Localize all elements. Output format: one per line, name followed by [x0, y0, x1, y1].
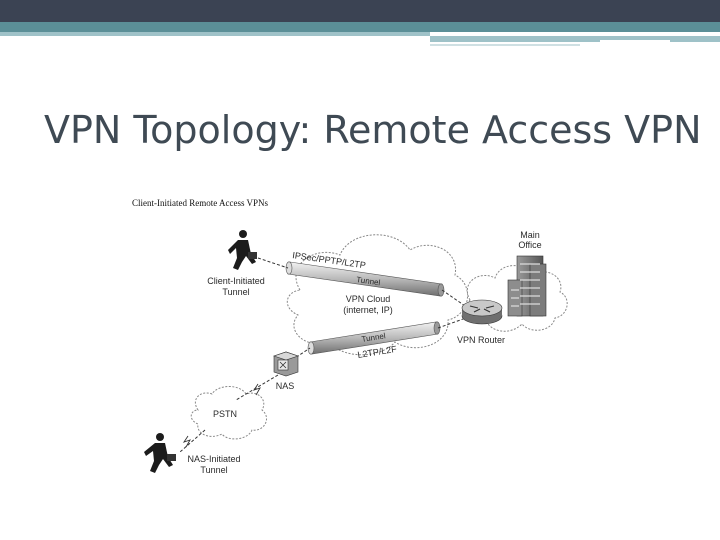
vpn-router-icon: [461, 299, 503, 325]
header-light-band: [0, 32, 430, 36]
vpn-cloud-label-2: (internet, IP): [343, 305, 393, 315]
remote-user-icon: [228, 230, 257, 270]
header-bar: [0, 0, 720, 46]
nas-tunnel-label-2: Tunnel: [200, 465, 227, 475]
main-office-label-2: Office: [518, 240, 541, 250]
pstn-cloud: [190, 386, 267, 440]
header-teal-band: [0, 22, 720, 32]
diagram-caption: Client-Initiated Remote Access VPNs: [132, 198, 269, 208]
header-accent-line-3: [600, 40, 670, 42]
dialup-user-icon: [144, 433, 176, 473]
upper-tunnel-label: Tunnel: [356, 275, 381, 287]
nas-to-tunnel-link: [291, 347, 311, 361]
client-tunnel-label-2: Tunnel: [222, 287, 249, 297]
page-title: VPN Topology: Remote Access VPN: [44, 108, 702, 152]
main-office-label-1: Main: [520, 230, 540, 240]
lower-tunnel-label: Tunnel: [361, 331, 386, 344]
client-tunnel-label-1: Client-Initiated: [207, 276, 265, 286]
main-office-building-icon: [507, 255, 547, 317]
header-dark-band: [0, 0, 720, 22]
upper-tunnel: [285, 261, 445, 297]
header-accent-line: [430, 36, 720, 42]
vpn-router-label: VPN Router: [457, 335, 505, 345]
pstn-to-user-link: [179, 429, 206, 453]
dialup-signal-icon-2: [182, 435, 191, 448]
header-accent-line-2: [430, 44, 580, 46]
vpn-cloud-label-1: VPN Cloud: [346, 294, 391, 304]
nas-tunnel-label-1: NAS-Initiated: [187, 454, 240, 464]
dialup-signal-icon: [252, 383, 261, 396]
nas-label: NAS: [276, 381, 295, 391]
nas-icon: [273, 351, 299, 377]
lower-tunnel: [307, 321, 441, 355]
pstn-label: PSTN: [213, 409, 237, 419]
client-to-tunnel-link: [257, 257, 289, 269]
nas-to-pstn-link: [235, 374, 279, 401]
